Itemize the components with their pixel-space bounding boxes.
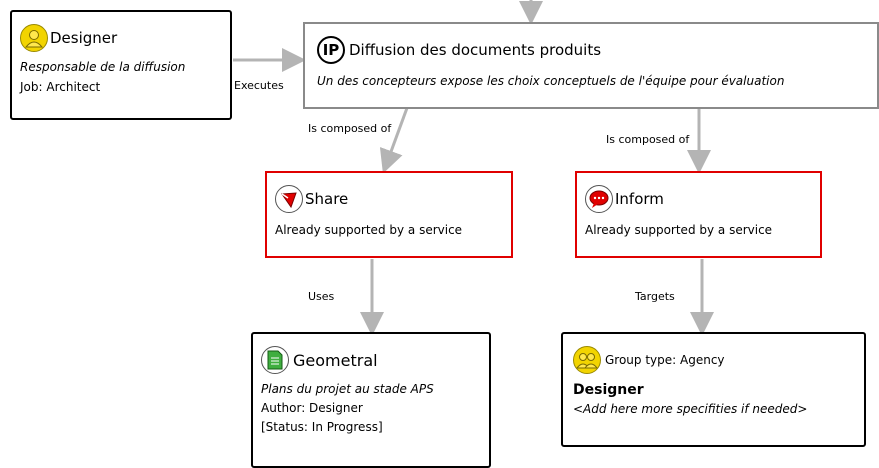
process-node[interactable]: IP Diffusion des documents produits Un d…: [303, 22, 879, 109]
group-type: Group type: Agency: [605, 353, 725, 367]
geometral-author: Author: Designer: [261, 401, 363, 415]
inform-node[interactable]: Inform Already supported by a service: [575, 171, 822, 258]
share-title: Share: [305, 190, 349, 208]
inform-title: Inform: [615, 190, 664, 208]
designer-job: Job: Architect: [20, 80, 101, 94]
geometral-status: [Status: In Progress]: [261, 420, 383, 434]
process-subtitle: Un des concepteurs expose les choix conc…: [317, 74, 785, 88]
document-icon: [261, 346, 289, 374]
edge-label-executes: Executes: [234, 79, 284, 92]
edge-label-composed-right: Is composed of: [606, 133, 690, 146]
geometral-title: Geometral: [293, 350, 378, 370]
edge-label-targets: Targets: [635, 290, 675, 303]
geometral-node[interactable]: Geometral Plans du projet au stade APS A…: [251, 332, 491, 468]
process-title: Diffusion des documents produits: [349, 41, 602, 59]
designer-subtitle: Responsable de la diffusion: [20, 60, 186, 74]
designer-title: Designer: [50, 29, 118, 47]
edge-label-composed-left: Is composed of: [308, 122, 392, 135]
share-node[interactable]: Share Already supported by a service: [265, 171, 513, 258]
edge-label-uses: Uses: [308, 290, 335, 303]
geometral-subtitle: Plans du projet au stade APS: [261, 382, 434, 396]
share-line: Already supported by a service: [275, 223, 463, 237]
group-name: Designer: [573, 382, 644, 398]
group-placeholder: <Add here more specifities if needed>: [573, 402, 808, 416]
person-icon: [20, 24, 48, 52]
designer-node[interactable]: Designer Responsable de la diffusion Job…: [10, 10, 232, 120]
share-icon: [275, 185, 303, 213]
edge-composed-left: [379, 107, 409, 174]
group-node[interactable]: Group type: Agency Designer <Add here mo…: [561, 332, 866, 447]
group-icon: [573, 346, 601, 374]
process-badge: IP: [322, 41, 340, 59]
inform-line: Already supported by a service: [585, 223, 773, 237]
speech-bubble-icon: [585, 185, 613, 213]
process-badge-icon: IP: [317, 36, 345, 64]
